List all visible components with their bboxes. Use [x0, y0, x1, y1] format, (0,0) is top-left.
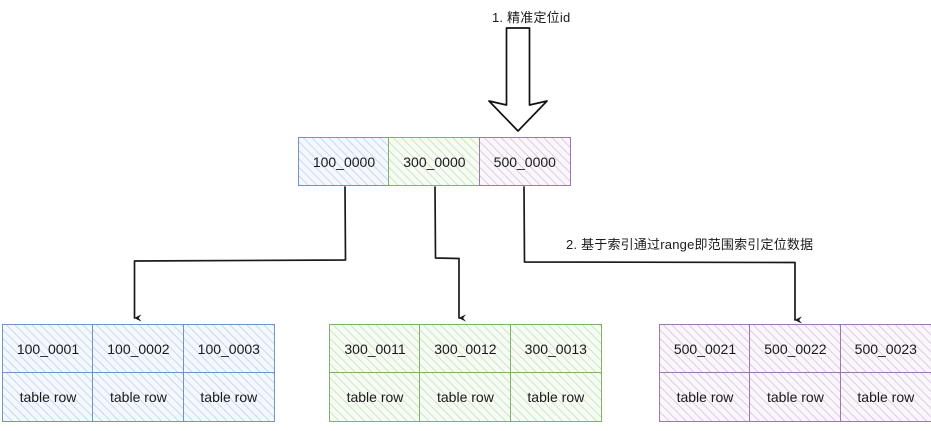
table-row: table row table row table row [329, 372, 602, 423]
table-row: table row table row table row [2, 372, 275, 423]
leaf-key-cell[interactable]: 100_0001 [2, 324, 94, 374]
connector-arrow-purple-icon [523, 186, 803, 324]
root-cell-3[interactable]: 500_0000 [478, 137, 571, 186]
leaf-row-cell[interactable]: table row [509, 372, 602, 423]
leaf-table-green[interactable]: 300_0011 300_0012 300_0013 table row tab… [329, 324, 602, 423]
leaf-key-cell[interactable]: 500_0023 [839, 324, 931, 374]
leaf-table-purple[interactable]: 500_0021 500_0022 500_0023 table row tab… [659, 324, 931, 423]
leaf-row-cell[interactable]: table row [839, 372, 931, 423]
leaf-key-cell[interactable]: 300_0013 [509, 324, 602, 374]
connector-arrow-blue-icon [133, 186, 347, 322]
thick-down-arrow-icon [488, 27, 548, 132]
leaf-row-cell[interactable]: table row [419, 372, 512, 423]
leaf-row-cell[interactable]: table row [329, 372, 421, 423]
table-row: 100_0001 100_0002 100_0003 [2, 324, 275, 374]
leaf-key-cell[interactable]: 100_0003 [182, 324, 275, 374]
leaf-key-cell[interactable]: 300_0011 [329, 324, 421, 374]
leaf-row-cell[interactable]: table row [92, 372, 185, 423]
leaf-key-cell[interactable]: 100_0002 [92, 324, 185, 374]
step-1-label: 1. 精准定位id [492, 10, 571, 25]
leaf-row-cell[interactable]: table row [749, 372, 842, 423]
root-cell-2[interactable]: 300_0000 [388, 137, 481, 186]
table-row: table row table row table row [659, 372, 931, 423]
leaf-key-cell[interactable]: 500_0021 [659, 324, 751, 374]
leaf-row-cell[interactable]: table row [182, 372, 275, 423]
root-cell-1[interactable]: 100_0000 [298, 137, 390, 186]
leaf-row-cell[interactable]: table row [659, 372, 751, 423]
leaf-row-cell[interactable]: table row [2, 372, 94, 423]
index-root-node[interactable]: 100_0000 300_0000 500_0000 [298, 137, 571, 186]
leaf-table-blue[interactable]: 100_0001 100_0002 100_0003 table row tab… [2, 324, 275, 423]
connector-arrow-green-icon [434, 186, 467, 322]
leaf-key-cell[interactable]: 300_0012 [419, 324, 512, 374]
leaf-key-cell[interactable]: 500_0022 [749, 324, 842, 374]
table-row: 300_0011 300_0012 300_0013 [329, 324, 602, 374]
step-2-label: 2. 基于索引通过range即范围索引定位数据 [566, 237, 814, 252]
table-row: 500_0021 500_0022 500_0023 [659, 324, 931, 374]
